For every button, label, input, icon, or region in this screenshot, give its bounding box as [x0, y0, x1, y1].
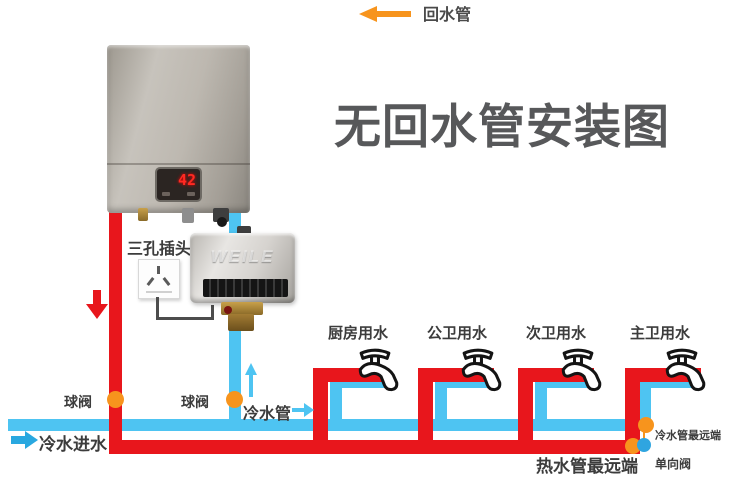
check-valve-dot [637, 438, 651, 452]
faucet-label-public-bath: 公卫用水 [426, 325, 487, 342]
faucet-label-second-bath: 次卫用水 [525, 325, 586, 342]
cold-top-3 [535, 377, 598, 388]
cold-riser-1 [330, 377, 342, 431]
cold-far-end-label: 冷水管最远端 [655, 430, 721, 442]
pump-top-fitting [237, 226, 251, 235]
cold-main-pipe [8, 419, 651, 431]
power-cable [156, 297, 159, 319]
ball-valve-cold [226, 391, 243, 408]
cold-pipe-pump-feed [229, 330, 241, 425]
heater-display: 42 [155, 167, 202, 202]
cold-flow-up-arrow-icon [245, 363, 257, 397]
hot-riser-3 [518, 368, 533, 454]
ball-valve-hot [107, 391, 124, 408]
socket-slot [146, 277, 155, 286]
heater-button[interactable] [187, 192, 195, 196]
socket-slot [157, 266, 160, 274]
cold-flow-right-arrow-icon [292, 403, 314, 417]
cold-top-4 [639, 377, 702, 388]
check-valve-link-line [643, 426, 645, 441]
power-cable [156, 317, 214, 320]
hot-main-pipe [109, 440, 640, 454]
ball-valve-hot-label: 球阀 [64, 394, 92, 410]
return-pipe-label: 回水管 [423, 7, 472, 24]
hot-riser-2 [418, 368, 433, 454]
wall-socket [138, 259, 180, 299]
pump-brand: WEILE [210, 247, 275, 266]
cold-inlet-arrow-icon [11, 431, 38, 449]
heater-button[interactable] [162, 192, 170, 196]
power-cable [211, 305, 214, 319]
socket-base-line [146, 291, 172, 293]
check-valve-label: 单向阀 [655, 457, 692, 471]
water-heater: 42 [107, 45, 250, 213]
cold-inlet-label: 冷水进水 [39, 435, 107, 454]
cold-riser-2 [435, 377, 447, 431]
faucet-label-master-bath: 主卫用水 [629, 325, 690, 342]
cold-top-1 [330, 377, 393, 388]
cold-riser-3 [535, 377, 547, 431]
faucet-icon [461, 348, 502, 392]
cold-top-2 [435, 377, 498, 388]
page-title: 无回水管安装图 [334, 100, 670, 153]
hot-far-end-label: 热水管最远端 [536, 457, 638, 476]
socket-slot [162, 277, 171, 286]
hot-pipe-heater-down [109, 212, 122, 454]
heater-fitting-gray [182, 208, 194, 223]
hot-riser-1 [313, 368, 328, 454]
ball-valve-cold-label: 球阀 [181, 394, 209, 410]
plug-label: 三孔插头 [127, 241, 192, 258]
cold-far-end-valve [638, 417, 654, 433]
pump-brass-fitting [228, 314, 254, 331]
cold-pipe-label: 冷水管 [243, 406, 292, 423]
heater-panel-groove [107, 163, 250, 165]
heater-valve-knob [217, 217, 227, 227]
recirculation-pump: WEILE [190, 233, 295, 303]
return-pipe-arrow-icon [359, 6, 411, 22]
faucet-label-kitchen: 厨房用水 [327, 325, 388, 342]
faucet-icon [358, 348, 399, 392]
heater-temperature-readout: 42 [177, 171, 196, 189]
heater-fitting-brass [138, 208, 148, 221]
pump-valve-knob [224, 306, 232, 314]
pump-spec-strip [203, 279, 288, 297]
faucet-icon [561, 348, 602, 392]
hot-flow-down-arrow-icon [86, 290, 108, 319]
faucet-icon [665, 348, 706, 392]
hot-riser-4 [625, 368, 640, 454]
